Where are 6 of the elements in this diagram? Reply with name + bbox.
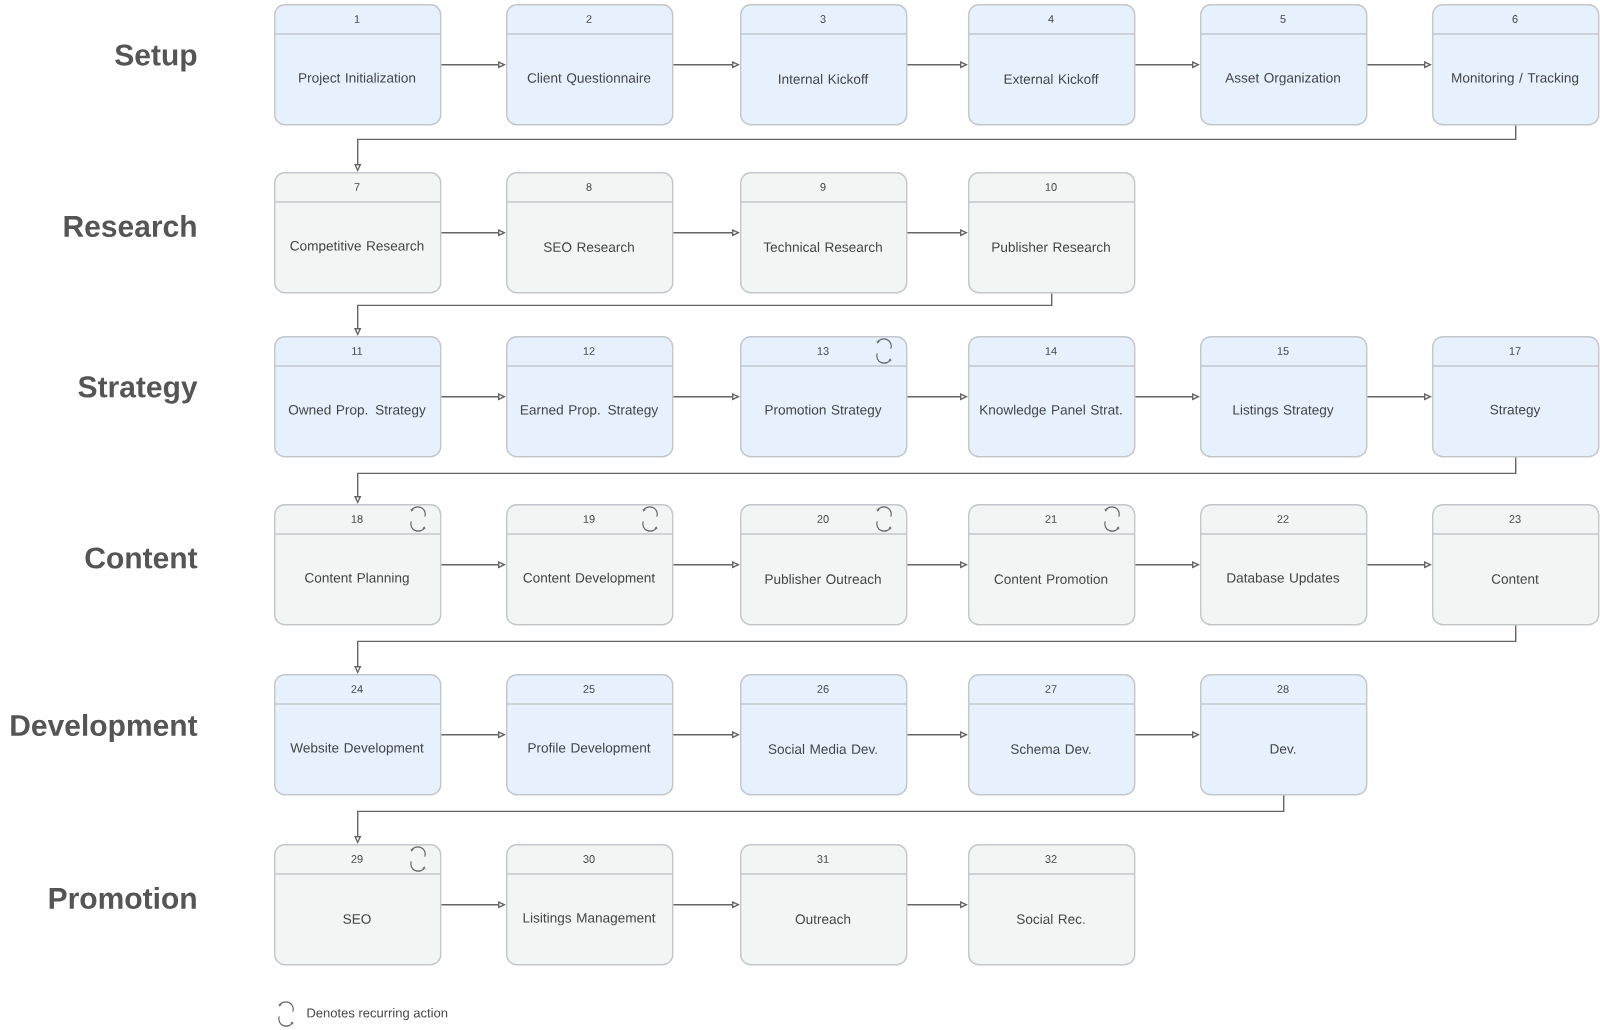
row-title: Promotion — [49, 887, 196, 909]
row-title: Setup — [115, 44, 197, 72]
row-title: Research — [64, 215, 196, 237]
row-title: Strategy — [78, 376, 198, 404]
row-title: Content — [85, 547, 198, 569]
row-title: Development — [11, 714, 198, 742]
